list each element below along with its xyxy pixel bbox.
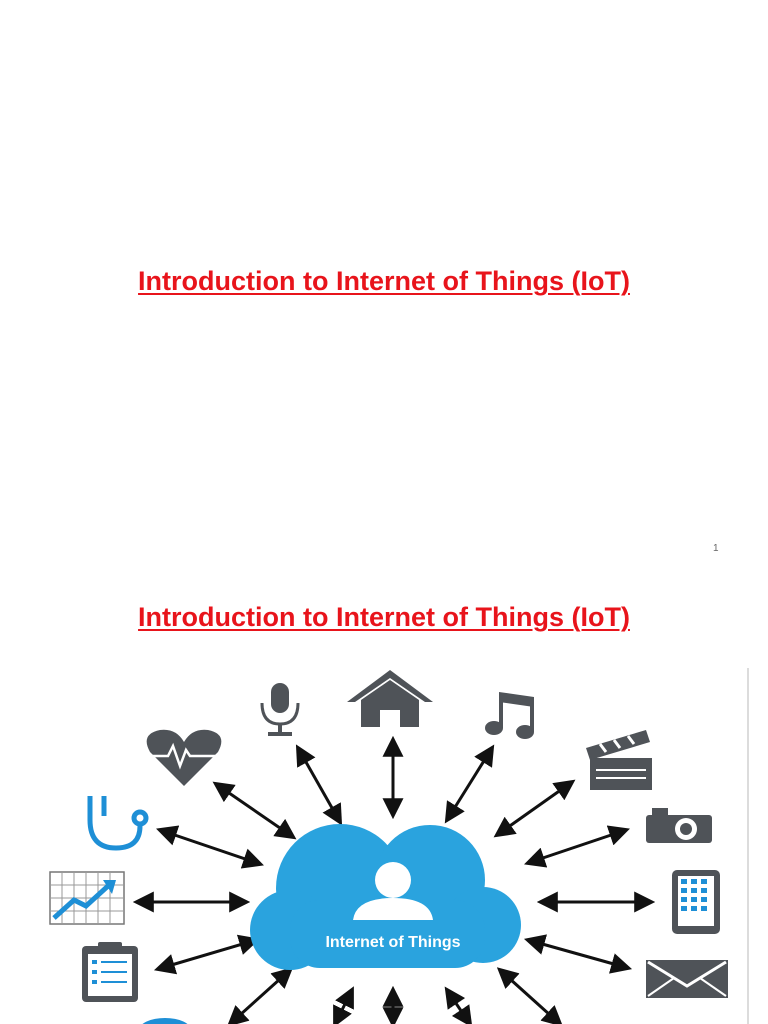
slide-1-title: Introduction to Internet of Things (IoT) bbox=[138, 266, 630, 296]
divider bbox=[747, 668, 749, 1024]
heart-rate-icon bbox=[146, 729, 222, 786]
house-icon bbox=[347, 670, 433, 727]
page-number: 1 bbox=[713, 543, 719, 554]
person-icon bbox=[353, 862, 433, 920]
stethoscope-icon bbox=[87, 796, 149, 851]
microphone-icon bbox=[260, 683, 300, 736]
connection-arrows bbox=[132, 735, 656, 1024]
partial-icon bbox=[142, 1018, 188, 1024]
music-note-icon bbox=[485, 692, 534, 739]
clapperboard-icon bbox=[586, 730, 652, 790]
slide-2-title: Introduction to Internet of Things (IoT) bbox=[138, 602, 630, 632]
tablet-icon bbox=[672, 870, 720, 934]
clipboard-icon bbox=[82, 942, 138, 1002]
camera-icon bbox=[646, 808, 712, 843]
iot-diagram: Internet of Things bbox=[49, 670, 728, 1024]
cloud-label: Internet of Things bbox=[325, 934, 460, 951]
chart-icon bbox=[49, 871, 125, 925]
cloud-icon bbox=[250, 824, 521, 970]
envelope-icon bbox=[646, 960, 728, 998]
